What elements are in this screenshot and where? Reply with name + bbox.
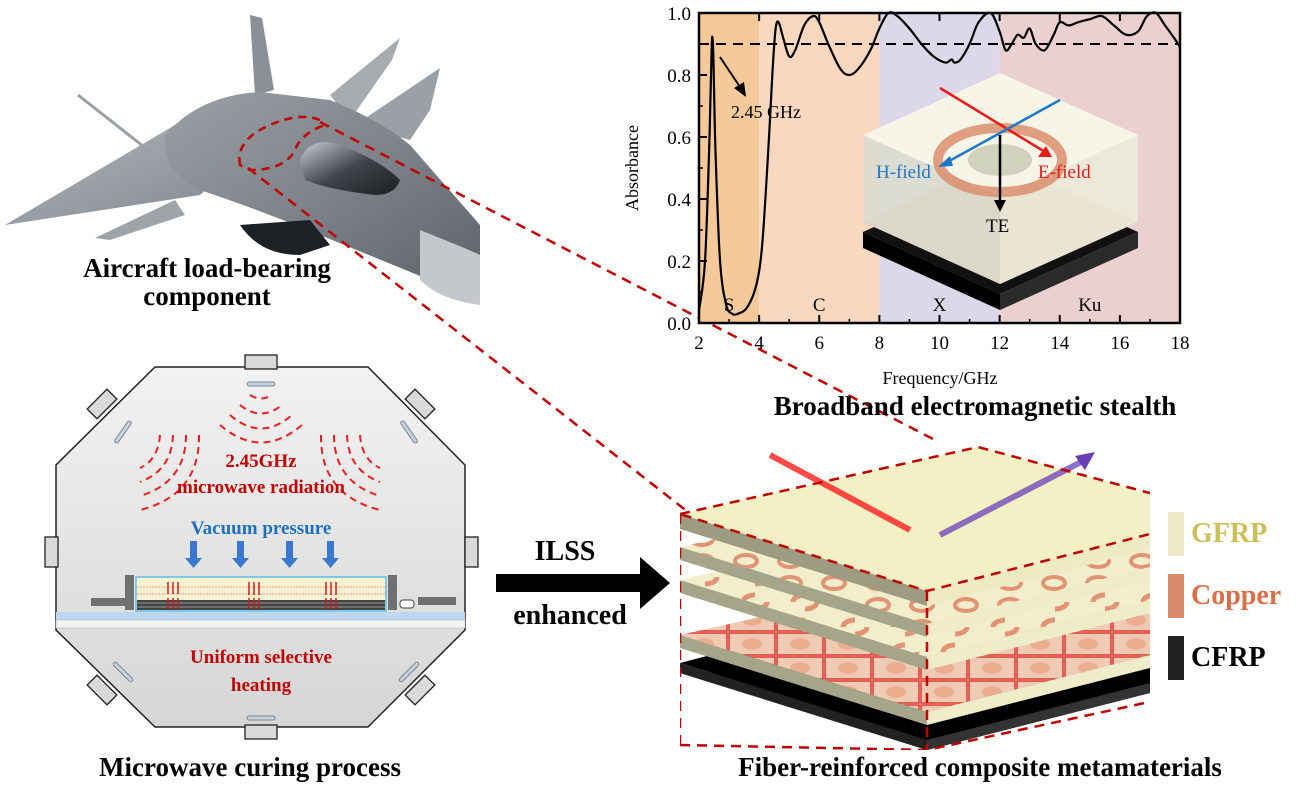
antenna-slots (112, 381, 420, 721)
jet-right-wing (330, 38, 400, 120)
legend-swatch (1168, 636, 1184, 680)
reflected-wave-arrow (938, 457, 1087, 538)
heating-arrows (167, 582, 337, 609)
e-field-vector (939, 86, 1051, 157)
x-tick-label: 8 (875, 333, 885, 354)
aircraft-caption-line2: component (143, 281, 271, 311)
legend-label: GFRP (1191, 518, 1268, 549)
x-axis-label: Frequency/GHz (883, 368, 998, 388)
jet-vertical-tail (250, 15, 274, 95)
h-field-label: H-field (876, 162, 931, 183)
material-legend: GFRP Copper CFRP (1168, 512, 1299, 712)
ilss-arrow-icon (496, 557, 670, 609)
aircraft-illustration (5, 15, 480, 305)
x-tick-label: 18 (1171, 333, 1190, 354)
connector-line-top (319, 120, 936, 442)
microwave-oven-diagram: 2.45GHz microwave radiation Vacuum press… (44, 354, 479, 740)
microwave-caption: Microwave curing process (99, 752, 401, 782)
e-field-label: E-field (1038, 162, 1091, 183)
metamaterial-stack (680, 445, 1150, 750)
y-axis-label: Absorbance (622, 125, 642, 211)
y-tick-label: 0.0 (667, 314, 691, 335)
heating-label-line2: heating (231, 675, 292, 696)
band-c (759, 13, 880, 323)
unit-cell-inset: H-field E-field TE (863, 73, 1138, 310)
absorbance-curve (697, 11, 1181, 316)
band-label-x: X (933, 295, 947, 316)
x-tick-label: 12 (990, 333, 1009, 354)
x-tick-label: 4 (754, 333, 764, 354)
h-field-vector (941, 98, 1061, 167)
x-tick-label: 2 (694, 333, 704, 354)
incident-wave-arrow (768, 452, 912, 533)
y-tick-label: 1.0 (667, 4, 691, 25)
frequency-label: 2.45GHz (225, 451, 297, 472)
vacuum-pressure-arrows (185, 541, 339, 568)
jet-nose (420, 230, 480, 305)
layer-gfrp-top (680, 447, 1150, 606)
jet-canopy (300, 142, 400, 195)
annotation-2.45ghz: 2.45 GHz (719, 56, 801, 122)
stealth-caption: Broadband electromagnetic stealth (773, 391, 1177, 421)
jet-left-stabilizer (95, 200, 185, 240)
x-tick-label: 10 (930, 333, 949, 354)
aircraft-panel: Aircraft load-bearing component (0, 0, 480, 320)
y-tick-label: 0.6 (667, 128, 691, 149)
ilss-label: ILSS (534, 536, 596, 567)
legend-label: CFRP (1191, 642, 1266, 673)
selected-region-outline (238, 115, 324, 172)
legend-swatch (1168, 574, 1184, 618)
annotation-label: 2.45 GHz (731, 102, 801, 122)
microwave-wave-arcs (139, 394, 381, 511)
band-label-ku: Ku (1078, 295, 1102, 316)
te-label: TE (986, 216, 1009, 237)
y-tick-label: 0.8 (667, 66, 691, 87)
legend-label: Copper (1191, 580, 1282, 611)
y-tick-label: 0.2 (667, 252, 691, 273)
enhanced-label: enhanced (513, 600, 627, 631)
x-tick-label: 16 (1110, 333, 1129, 354)
vacuum-label: Vacuum pressure (191, 518, 332, 539)
x-tick-label: 6 (815, 333, 825, 354)
y-tick-label: 0.4 (667, 190, 691, 211)
waveguide-ports (44, 354, 479, 740)
radiation-label: microwave radiation (177, 477, 345, 498)
absorbance-chart: S C X Ku H-field E-field TE 2 4 6 8 10 12 14 16 18 0… (622, 4, 1190, 388)
curing-mould (55, 575, 466, 629)
metamaterial-caption: Fiber-reinforced composite metamaterials (738, 752, 1222, 782)
zoom-bounding-box (680, 445, 1150, 750)
band-label-s: S (724, 295, 735, 316)
heating-label-line1: Uniform selective (190, 647, 332, 668)
aircraft-caption-line1: Aircraft load-bearing (83, 253, 331, 283)
band-label-c: C (813, 295, 826, 316)
legend-swatch (1168, 512, 1184, 556)
oven-chamber (55, 366, 466, 728)
chart-axes: 2 4 6 8 10 12 14 16 18 0.0 0.2 0.4 0.6 0.8 1.0 (667, 4, 1189, 354)
x-tick-label: 14 (1050, 333, 1070, 354)
connector-line-bottom (247, 167, 689, 513)
annotation-arrow (719, 56, 743, 91)
